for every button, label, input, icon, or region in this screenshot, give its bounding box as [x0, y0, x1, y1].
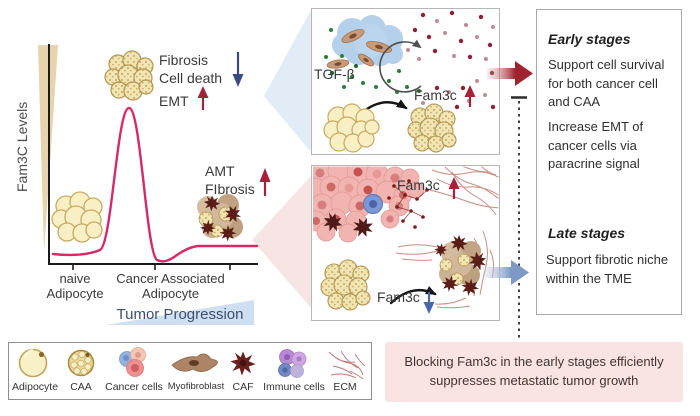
early-stages-point-1: Support cell survival for both cancer ce…: [548, 57, 665, 109]
annotation-amt: AMT: [205, 163, 235, 179]
legend-label-myofibroblast: Myofibroblast: [167, 381, 225, 392]
emt-up-arrow: [197, 86, 209, 110]
x-tick-caa-line2: Adipocyte: [141, 286, 200, 301]
early-callout-ribbon: [264, 10, 311, 152]
legend-label-caf: CAF: [232, 381, 254, 393]
legend-label-adipocyte: Adipocyte: [11, 381, 59, 393]
conclusion-box: [385, 342, 683, 402]
x-axis-caption: Tumor Progression: [116, 306, 244, 323]
annotation-emt: EMT: [159, 93, 189, 109]
fam3c-label-late-down: Fam3c: [377, 289, 420, 305]
early-stages-title: Early stages: [548, 31, 631, 47]
legend-label-ecm: ECM: [333, 381, 357, 393]
annotation-fibrosis: Fibrosis: [159, 52, 209, 68]
amt-up-arrow: [259, 168, 271, 196]
legend-labels: Adipocyte CAA Cancer cells Myofibroblast…: [8, 342, 372, 400]
stage-summary-panel: [536, 9, 682, 315]
x-tick-caa-line1: Cancer Associated: [116, 271, 225, 286]
graph-axes: [48, 44, 258, 270]
legend-label-caa: CAA: [70, 381, 92, 393]
fibrotic-cluster-graph: [197, 194, 245, 245]
fibrosis-down-arrow: [232, 52, 244, 87]
x-tick-naive-line2: Adipocyte: [46, 286, 104, 301]
annotation-cell-death: Cell death: [159, 70, 223, 86]
caa-cluster-peak: [104, 50, 154, 101]
conclusion-text: Blocking Fam3c in the early stages effic…: [404, 354, 664, 388]
fam3c-label-early: Fam3c: [414, 87, 457, 103]
y-axis-label: Fam3C Levels: [14, 101, 30, 193]
legend-label-immune-cells: Immune cells: [263, 381, 325, 393]
late-stages-point-1: Support fibrotic niche within the TME: [546, 252, 669, 286]
fam3c-level-wedge: [38, 45, 58, 252]
late-callout-ribbon: [252, 176, 311, 308]
naive-adipocyte-cluster: [51, 191, 103, 243]
late-stages-title: Late stages: [548, 225, 626, 241]
legend-label-cancer-cells: Cancer cells: [105, 381, 163, 393]
fam3c-label-late-up: Fam3c: [397, 177, 440, 193]
stage-summary-content: Early stages Support cell survival for b…: [536, 9, 682, 315]
tgfb-label: TGF-β: [314, 66, 355, 82]
annotation-amt-fibrosis: FIbrosis: [205, 181, 255, 197]
x-tick-naive-line1: naive: [59, 271, 91, 286]
early-stages-point-2: Increase EMT of cancer cells via paracri…: [548, 119, 644, 171]
